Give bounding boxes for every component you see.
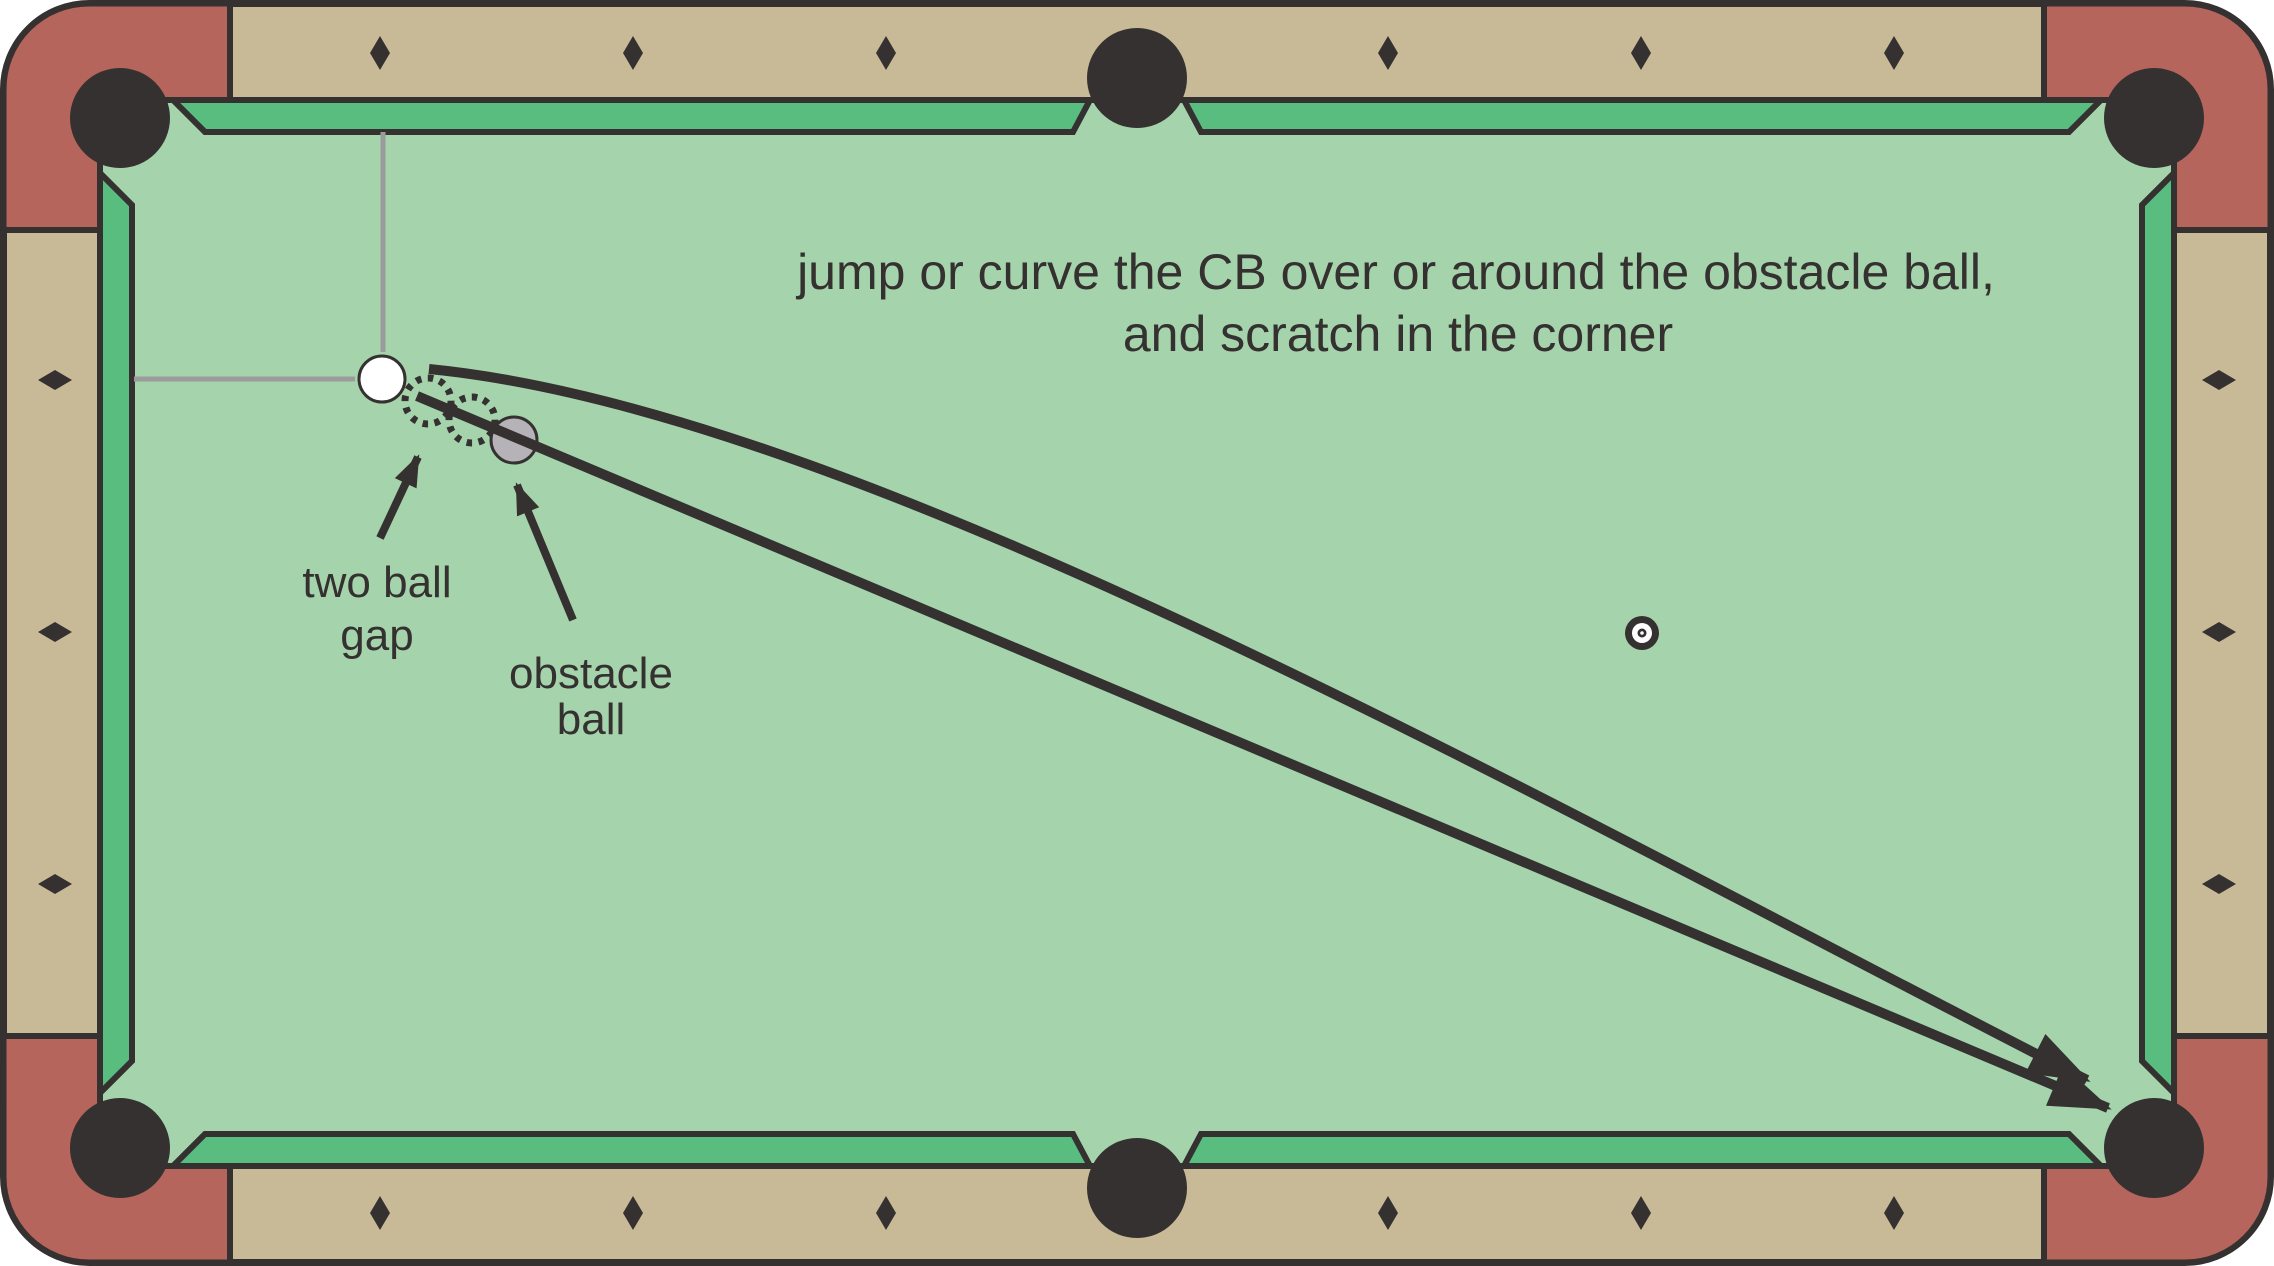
annotation-labels: two ball gap obstacle ball bbox=[302, 558, 673, 744]
pocket-top-right bbox=[2104, 68, 2204, 168]
obstacle-ball-label-line-2: ball bbox=[557, 695, 626, 744]
two-ball-gap-arrow bbox=[376, 454, 422, 540]
obstacle-ball-label-line-1: obstacle bbox=[509, 649, 673, 698]
pocket-bottom-left bbox=[70, 1098, 170, 1198]
foot-spot-center-dot bbox=[1640, 631, 1644, 635]
corner-block-bottom-right bbox=[2041, 1033, 2274, 1266]
pocket-bottom-right bbox=[2104, 1098, 2204, 1198]
aim-line-path bbox=[415, 391, 2112, 1113]
cue-ball bbox=[357, 354, 407, 404]
two-ball-gap-label-line-1: two ball bbox=[302, 558, 451, 607]
shot-paths bbox=[415, 364, 2112, 1113]
pocket-top-left bbox=[70, 68, 170, 168]
pocket-top-center bbox=[1087, 28, 1187, 128]
ghost-ball-1 bbox=[401, 374, 455, 428]
two-ball-gap-label-line-2: gap bbox=[340, 611, 413, 660]
ghost-ball-2 bbox=[445, 393, 499, 447]
annotation-arrows bbox=[376, 454, 577, 622]
curve-shot-path bbox=[428, 364, 2091, 1085]
obstacle-ball-arrow bbox=[513, 482, 577, 622]
title-line-2: and scratch in the corner bbox=[1123, 306, 1673, 362]
ghost-balls bbox=[401, 374, 499, 447]
corner-block-top-left bbox=[0, 0, 233, 233]
pockets bbox=[70, 28, 2204, 1238]
title: jump or curve the CB over or around the … bbox=[795, 244, 1995, 362]
pocket-bottom-center bbox=[1087, 1138, 1187, 1238]
position-guides bbox=[134, 132, 386, 382]
corner-block-top-right bbox=[2041, 0, 2274, 233]
foot-spot-marker bbox=[1625, 616, 1659, 650]
corner-block-bottom-left bbox=[0, 1033, 233, 1266]
title-line-1: jump or curve the CB over or around the … bbox=[795, 244, 1995, 300]
